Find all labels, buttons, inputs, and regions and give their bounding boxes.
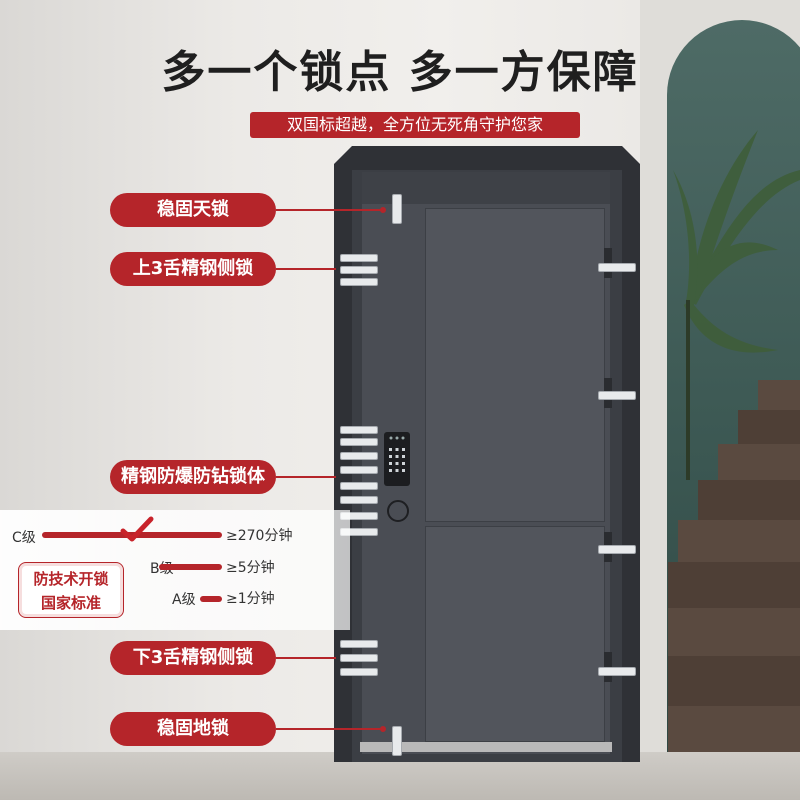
lock-body-bolt bbox=[340, 466, 378, 474]
leader-line-lock-body bbox=[276, 476, 336, 478]
leader-dot-floor-lock bbox=[380, 726, 386, 732]
door-panel-lower bbox=[425, 526, 605, 742]
headline: 多一个锁点 多一方保障 bbox=[161, 47, 639, 98]
stair-steps bbox=[668, 380, 800, 758]
lock-body-bolt bbox=[340, 482, 378, 490]
leader-line-upper-side-lock bbox=[276, 268, 336, 270]
staircase bbox=[668, 130, 800, 758]
door-threshold bbox=[360, 742, 612, 752]
grade-b-bar bbox=[159, 564, 222, 570]
fingerprint-handle bbox=[387, 500, 409, 522]
grade-a-letter: A级 bbox=[172, 592, 196, 608]
top-bolt bbox=[392, 194, 402, 224]
floor-bolt bbox=[392, 726, 402, 756]
leader-line-lower-side-lock bbox=[276, 657, 336, 659]
label-lower-side-lock: 下3舌精钢侧锁 bbox=[110, 641, 276, 675]
lock-body-bolt bbox=[340, 452, 378, 460]
label-lock-body: 精钢防爆防钻锁体 bbox=[110, 460, 276, 494]
leader-dot-top-lock bbox=[380, 207, 386, 213]
grade-c-bar bbox=[42, 532, 222, 538]
upper-side-bolt bbox=[340, 254, 378, 262]
lower-side-bolt bbox=[340, 668, 378, 676]
lower-side-bolt bbox=[340, 640, 378, 648]
leader-line-floor-lock bbox=[276, 728, 382, 730]
lock-body-bolt bbox=[340, 426, 378, 434]
grade-a-time: ≥1分钟 bbox=[226, 591, 275, 607]
standard-line-2: 国家标准 bbox=[40, 594, 101, 612]
label-floor-lock: 稳固地锁 bbox=[110, 712, 276, 746]
palm-plant bbox=[673, 130, 800, 353]
upper-side-bolt bbox=[340, 266, 378, 274]
upper-side-bolt bbox=[340, 278, 378, 286]
door-panel-upper bbox=[425, 208, 605, 522]
grade-b-time: ≥5分钟 bbox=[226, 560, 275, 576]
label-top-lock: 稳固天锁 bbox=[110, 193, 276, 227]
grade-a-bar bbox=[200, 596, 222, 602]
lock-body-bolt bbox=[340, 438, 378, 446]
grade-c-letter: C级 bbox=[12, 530, 36, 546]
hinge-pin bbox=[598, 667, 636, 676]
subheadline-banner: 双国标超越，全方位无死角守护您家 bbox=[250, 112, 580, 138]
check-mark-icon bbox=[120, 516, 154, 542]
hinge-pin bbox=[598, 263, 636, 272]
hinge-pin bbox=[598, 545, 636, 554]
door-top-strip bbox=[362, 172, 610, 204]
label-upper-side-lock: 上3舌精钢侧锁 bbox=[110, 252, 276, 286]
lower-side-bolt bbox=[340, 654, 378, 662]
lock-body-bolt bbox=[340, 496, 378, 504]
leader-line-top-lock bbox=[276, 209, 382, 211]
standard-line-1: 防技术开锁 bbox=[33, 570, 109, 588]
smart-lock-keypad bbox=[384, 432, 410, 486]
national-standard-badge: 防技术开锁 国家标准 bbox=[18, 562, 124, 618]
hinge-pin bbox=[598, 391, 636, 400]
grade-c-time: ≥270分钟 bbox=[226, 528, 293, 544]
keypad-buttons-icon bbox=[389, 436, 405, 472]
